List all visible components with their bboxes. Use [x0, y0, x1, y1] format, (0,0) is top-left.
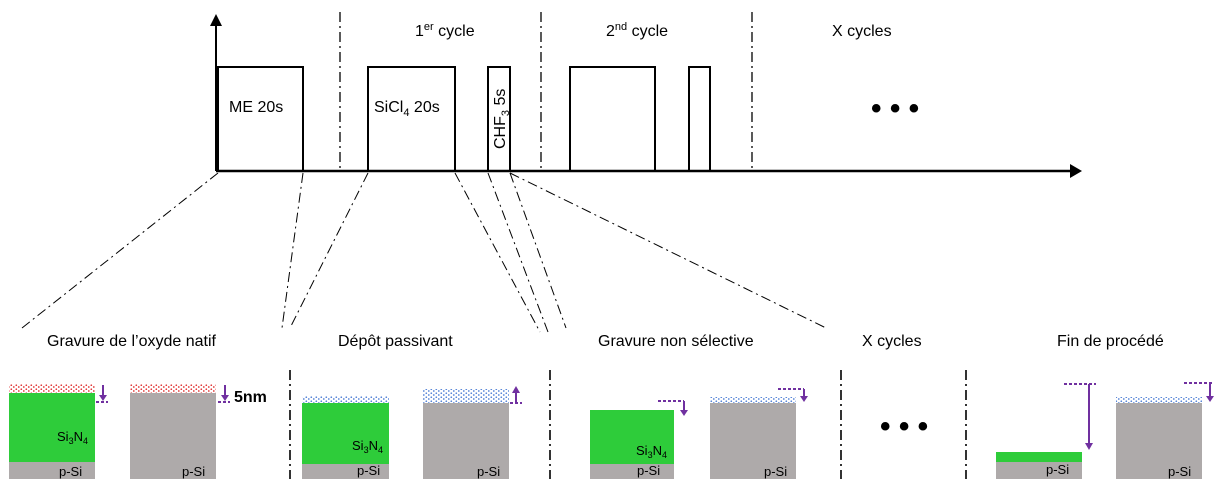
label-p-si: p-Si — [182, 464, 205, 479]
step5-arrow-si — [1184, 382, 1214, 402]
label-p-si: p-Si — [637, 463, 660, 478]
zoom-lines — [21, 172, 827, 333]
x-axis — [216, 164, 1082, 178]
label-pulse-sicl4: SiCl4 20s — [374, 99, 440, 119]
step2-sin-stack: Si3N4 p-Si — [302, 396, 389, 479]
step3-si-stack: p-Si — [710, 397, 796, 479]
title-step-x-cycles: X cycles — [862, 333, 922, 350]
steps-ellipsis: • • • — [880, 410, 928, 443]
step-separators — [289, 370, 967, 479]
y-axis — [210, 14, 222, 171]
pulse-cycle2-sicl4 — [569, 66, 656, 171]
step5-sin-stack: p-Si — [996, 452, 1082, 479]
label-p-si: p-Si — [1046, 462, 1069, 477]
title-step-native-oxide-etch: Gravure de l’oxyde natif — [47, 333, 217, 350]
label-si3n4: Si3N4 — [636, 443, 667, 460]
thickness-label: 5nm — [234, 389, 267, 406]
step2-si-stack: p-Si — [423, 389, 509, 479]
pulse-chf3 — [487, 66, 511, 171]
step5-arrow — [1064, 383, 1096, 450]
step1-sin-stack: Si3N4 p-Si — [9, 384, 95, 479]
step2-arrow — [510, 386, 522, 404]
label-p-si: p-Si — [477, 464, 500, 479]
pulse-sicl4 — [367, 66, 456, 171]
label-p-si: p-Si — [1168, 464, 1191, 479]
step3-arrow-si — [778, 388, 808, 402]
timeline: 1er cycle 2nd cycle X cycles ME 20s SiCl… — [210, 12, 1082, 178]
cycle-separators — [339, 12, 753, 168]
pulse-cycle2-chf3 — [688, 66, 711, 171]
title-step-end: Fin de procédé — [1057, 333, 1164, 350]
step3-arrow — [658, 400, 688, 416]
step5-si-stack: p-Si — [1116, 397, 1202, 479]
title-step-nonselective-etch: Gravure non sélective — [598, 333, 754, 350]
step3-sin-stack: Si3N4 p-Si — [590, 410, 674, 479]
step1-arrow — [96, 385, 108, 403]
label-pulse-chf3: CHF3 5s — [492, 89, 512, 149]
label-cycle-1: 1er cycle — [415, 21, 475, 40]
label-p-si: p-Si — [357, 463, 380, 478]
label-p-si: p-Si — [59, 464, 82, 479]
label-x-cycles: X cycles — [832, 23, 892, 40]
timeline-ellipsis: • • • — [871, 92, 919, 125]
step1-si-stack: p-Si — [130, 384, 216, 479]
title-step-passivation: Dépôt passivant — [338, 333, 453, 350]
label-pulse-me: ME 20s — [229, 99, 283, 116]
label-si3n4: Si3N4 — [352, 438, 383, 455]
pulse-me — [217, 66, 304, 171]
label-p-si: p-Si — [764, 464, 787, 479]
label-si3n4: Si3N4 — [57, 429, 88, 446]
pulses — [217, 66, 711, 171]
step1-arrow-si — [218, 385, 230, 403]
label-cycle-2: 2nd cycle — [606, 21, 668, 40]
